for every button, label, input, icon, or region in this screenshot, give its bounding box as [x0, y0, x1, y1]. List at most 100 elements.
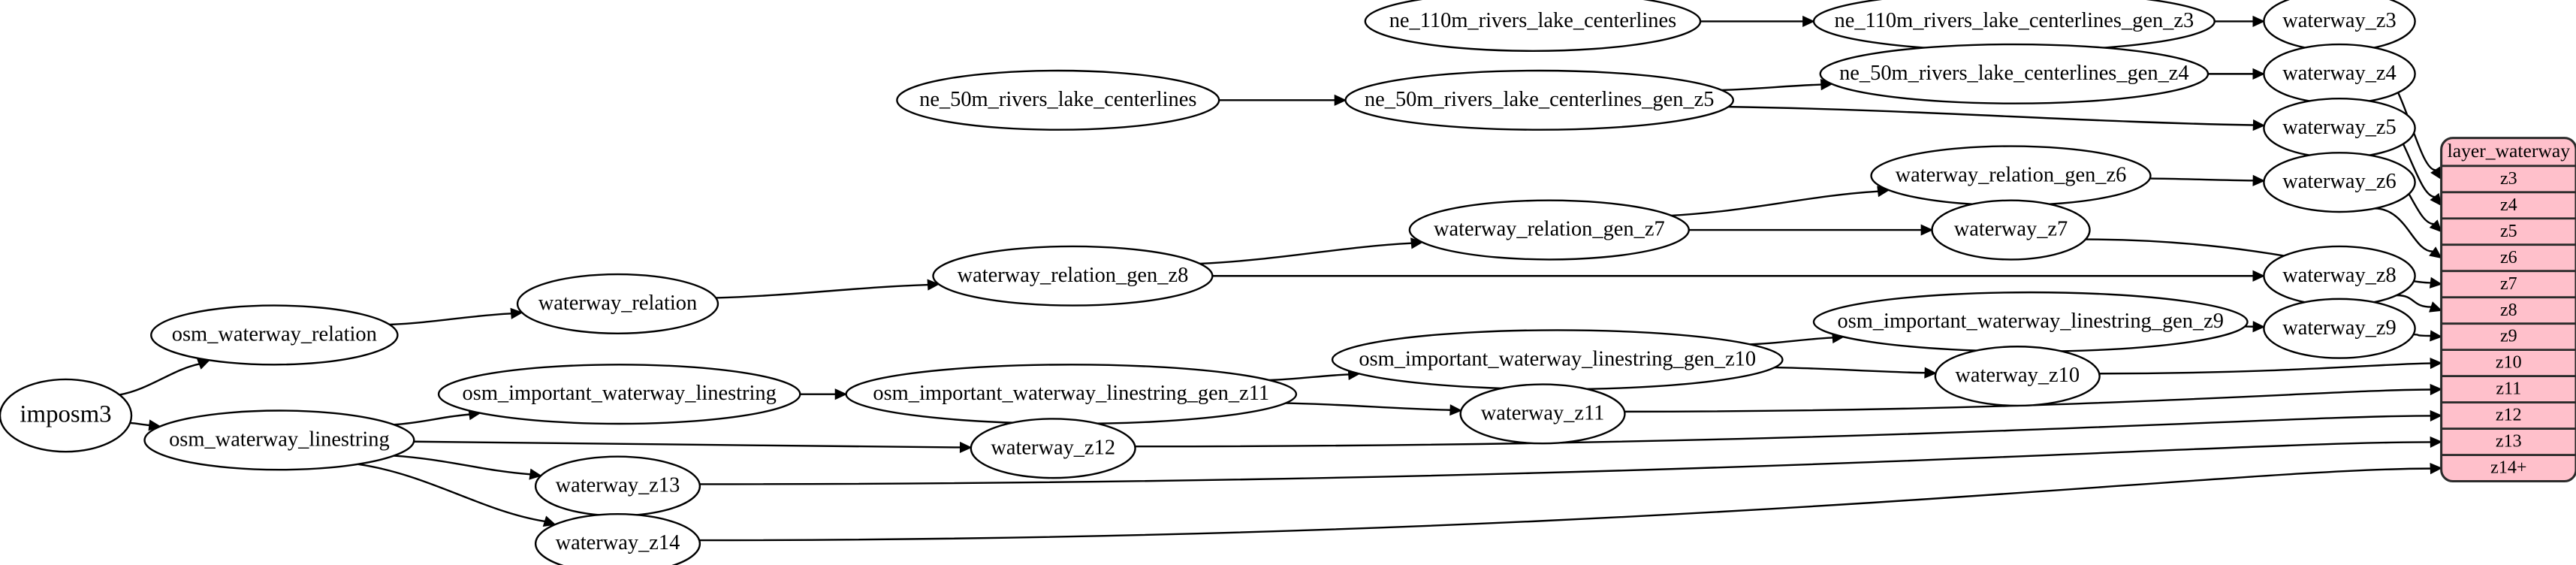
layer-row-z10[interactable]: z10	[2496, 353, 2522, 373]
arrowhead-ne_110m_rivers_lake_centerlines_gen_z3	[1802, 15, 1815, 28]
graph-node-ne_110m_rivers_lake_centerlines_gen_z3[interactable]: ne_110m_rivers_lake_centerlines_gen_z3	[1812, 0, 2216, 52]
graph-node-osm_waterway_linestring[interactable]: osm_waterway_linestring	[143, 409, 415, 471]
node-label-waterway_relation_gen_z8: waterway_relation_gen_z8	[958, 264, 1189, 287]
edge-ne_50m_rivers_lake_centerlines_gen_z5-to-waterway_z5	[1728, 105, 2254, 126]
graph-node-waterway_relation_gen_z6[interactable]: waterway_relation_gen_z6	[1870, 145, 2152, 207]
node-label-osm_waterway_linestring: osm_waterway_linestring	[169, 428, 390, 451]
edge-waterway_z6-to-layer_waterway_z6	[2374, 207, 2433, 252]
node-shape-waterway_z11	[1459, 383, 1626, 445]
graph-node-waterway_z11[interactable]: waterway_z11	[1459, 383, 1626, 445]
node-label-ne_50m_rivers_lake_centerlines_gen_z4: ne_50m_rivers_lake_centerlines_gen_z4	[1839, 62, 2189, 85]
node-label-waterway_z5: waterway_z5	[2282, 116, 2396, 139]
graph-node-waterway_z3[interactable]: waterway_z3	[2263, 0, 2416, 52]
node-shape-waterway_z10	[1934, 346, 2101, 407]
graph-node-waterway_relation[interactable]: waterway_relation	[516, 273, 719, 334]
graph-node-waterway_z5[interactable]: waterway_z5	[2263, 97, 2416, 159]
graph-node-waterway_z14[interactable]: waterway_z14	[534, 513, 701, 565]
graph-node-waterway_z4[interactable]: waterway_z4	[2263, 43, 2416, 104]
graph-node-waterway_z7[interactable]: waterway_z7	[1931, 199, 2091, 261]
graph-node-osm_important_waterway_linestring_gen_z9[interactable]: osm_important_waterway_linestring_gen_z9	[1812, 291, 2249, 353]
arrowhead-layer_waterway_z10	[2430, 357, 2443, 370]
edge-osm_important_waterway_linestring_gen_z10-to-osm_important_waterway_linestring_gen_z9	[1749, 337, 1833, 346]
graph-node-waterway_relation_gen_z7[interactable]: waterway_relation_gen_z7	[1408, 199, 1690, 261]
arrowhead-layer_waterway_z8	[2429, 301, 2443, 313]
graph-node-osm_important_waterway_linestring[interactable]: osm_important_waterway_linestring	[437, 364, 801, 425]
node-shape-waterway_z6	[2263, 152, 2416, 213]
graph-node-waterway_z6[interactable]: waterway_z6	[2263, 152, 2416, 213]
node-shape-waterway_z14	[534, 513, 701, 565]
arrowhead-layer_waterway_z12	[2430, 409, 2443, 421]
arrowhead-layer_waterway_z7	[2429, 276, 2443, 289]
graph-node-waterway_z13[interactable]: waterway_z13	[534, 455, 701, 517]
edge-osm_important_waterway_linestring_gen_z11-to-waterway_z11	[1285, 402, 1451, 411]
node-shape-waterway_z12	[970, 418, 1136, 479]
arrowhead-layer_waterway_z6	[2429, 246, 2442, 259]
node-shape-ne_50m_rivers_lake_centerlines_gen_z5	[1344, 69, 1735, 131]
graph-node-waterway_z8[interactable]: waterway_z8	[2263, 245, 2416, 307]
node-label-ne_110m_rivers_lake_centerlines_gen_z3: ne_110m_rivers_lake_centerlines_gen_z3	[1835, 9, 2194, 32]
edge-waterway_relation-to-waterway_relation_gen_z8	[716, 283, 928, 299]
layer-row-z7[interactable]: z7	[2500, 274, 2517, 294]
arrowhead-waterway_z4	[2252, 68, 2265, 80]
nodes-layer: imposm3 osm_waterway_relation osm_waterway…	[0, 0, 2416, 565]
graph-node-osm_important_waterway_linestring_gen_z11[interactable]: osm_important_waterway_linestring_gen_z1…	[845, 364, 1298, 425]
node-label-waterway_z4: waterway_z4	[2282, 62, 2396, 85]
edge-waterway_z13-to-layer_waterway_z13	[699, 441, 2431, 485]
node-shape-imposm3	[0, 378, 133, 453]
layer-row-z12[interactable]: z12	[2496, 406, 2522, 425]
edge-waterway_z12-to-layer_waterway_z12	[1135, 415, 2431, 448]
edge-waterway_z8-to-layer_waterway_z8	[2397, 294, 2432, 308]
graph-node-ne_50m_rivers_lake_centerlines[interactable]: ne_50m_rivers_lake_centerlines	[896, 69, 1220, 131]
graph-node-ne_50m_rivers_lake_centerlines_gen_z5[interactable]: ne_50m_rivers_lake_centerlines_gen_z5	[1344, 69, 1735, 131]
edge-waterway_relation_gen_z8-to-waterway_relation_gen_z7	[1199, 242, 1412, 265]
graph-node-waterway_relation_gen_z8[interactable]: waterway_relation_gen_z8	[932, 245, 1214, 307]
node-label-osm_important_waterway_linestring: osm_important_waterway_linestring	[463, 382, 777, 405]
arrowhead-waterway_z10	[1924, 367, 1937, 379]
graph-node-imposm3[interactable]: imposm3	[0, 378, 133, 453]
node-label-waterway_z10: waterway_z10	[1955, 364, 2080, 387]
node-shape-osm_waterway_linestring	[143, 409, 415, 471]
arrowhead-layer_waterway_z14_	[2430, 463, 2443, 475]
layer-row-z11[interactable]: z11	[2496, 379, 2521, 399]
layer-row-z3[interactable]: z3	[2500, 169, 2517, 189]
node-shape-osm_waterway_relation	[150, 304, 399, 366]
edge-imposm3-to-osm_waterway_relation	[119, 363, 200, 396]
edges-layer	[119, 15, 2443, 542]
arrowhead-waterway_z3	[2252, 15, 2265, 28]
node-shape-ne_50m_rivers_lake_centerlines_gen_z4	[1819, 43, 2210, 104]
layer-row-z13[interactable]: z13	[2496, 432, 2522, 452]
node-label-ne_110m_rivers_lake_centerlines: ne_110m_rivers_lake_centerlines	[1389, 9, 1676, 32]
node-label-waterway_relation_gen_z6: waterway_relation_gen_z6	[1896, 164, 2127, 187]
edge-ne_50m_rivers_lake_centerlines_gen_z5-to-ne_50m_rivers_lake_centerlines_gen_z4	[1721, 83, 1822, 92]
edge-imposm3-to-osm_waterway_linestring	[130, 421, 150, 427]
node-label-imposm3: imposm3	[20, 401, 111, 428]
graph-node-waterway_z10[interactable]: waterway_z10	[1934, 346, 2101, 407]
layer-waterway-title: layer_waterway	[2448, 140, 2571, 162]
graph-node-ne_50m_rivers_lake_centerlines_gen_z4[interactable]: ne_50m_rivers_lake_centerlines_gen_z4	[1819, 43, 2210, 104]
node-label-waterway_z7: waterway_z7	[1954, 218, 2068, 241]
graph-node-waterway_z9[interactable]: waterway_z9	[2263, 298, 2416, 359]
arrowhead-layer_waterway_z4	[2430, 192, 2442, 207]
node-label-waterway_relation_gen_z7: waterway_relation_gen_z7	[1434, 218, 1665, 241]
graph-node-osm_waterway_relation[interactable]: osm_waterway_relation	[150, 304, 399, 366]
layer-row-z9[interactable]: z9	[2500, 327, 2517, 346]
graph-node-ne_110m_rivers_lake_centerlines[interactable]: ne_110m_rivers_lake_centerlines	[1364, 0, 1702, 52]
graph-node-osm_important_waterway_linestring_gen_z10[interactable]: osm_important_waterway_linestring_gen_z1…	[1331, 329, 1784, 391]
node-shape-waterway_relation_gen_z7	[1408, 199, 1690, 261]
node-label-waterway_z13: waterway_z13	[556, 474, 680, 497]
arrowhead-layer_waterway_z11	[2430, 383, 2443, 396]
edge-waterway_relation_gen_z7-to-waterway_relation_gen_z6	[1671, 190, 1878, 217]
graph-node-waterway_z12[interactable]: waterway_z12	[970, 418, 1136, 479]
layer-row-z5[interactable]: z5	[2500, 222, 2517, 241]
layer-row-z4[interactable]: z4	[2500, 195, 2517, 215]
node-label-waterway_z11: waterway_z11	[1481, 401, 1605, 425]
arrowhead-waterway_z11	[1449, 404, 1462, 416]
layer-row-z8[interactable]: z8	[2500, 301, 2517, 320]
layer-row-z6[interactable]: z6	[2500, 248, 2517, 267]
arrowhead-waterway_z14	[542, 515, 557, 527]
node-label-osm_important_waterway_linestring_gen_z10: osm_important_waterway_linestring_gen_z1…	[1359, 347, 1756, 370]
layer-row-z14plus[interactable]: z14+	[2490, 458, 2526, 478]
arrowhead-osm_important_waterway_linestring_gen_z11	[834, 388, 848, 400]
arrowhead-waterway_z9	[2252, 321, 2266, 333]
